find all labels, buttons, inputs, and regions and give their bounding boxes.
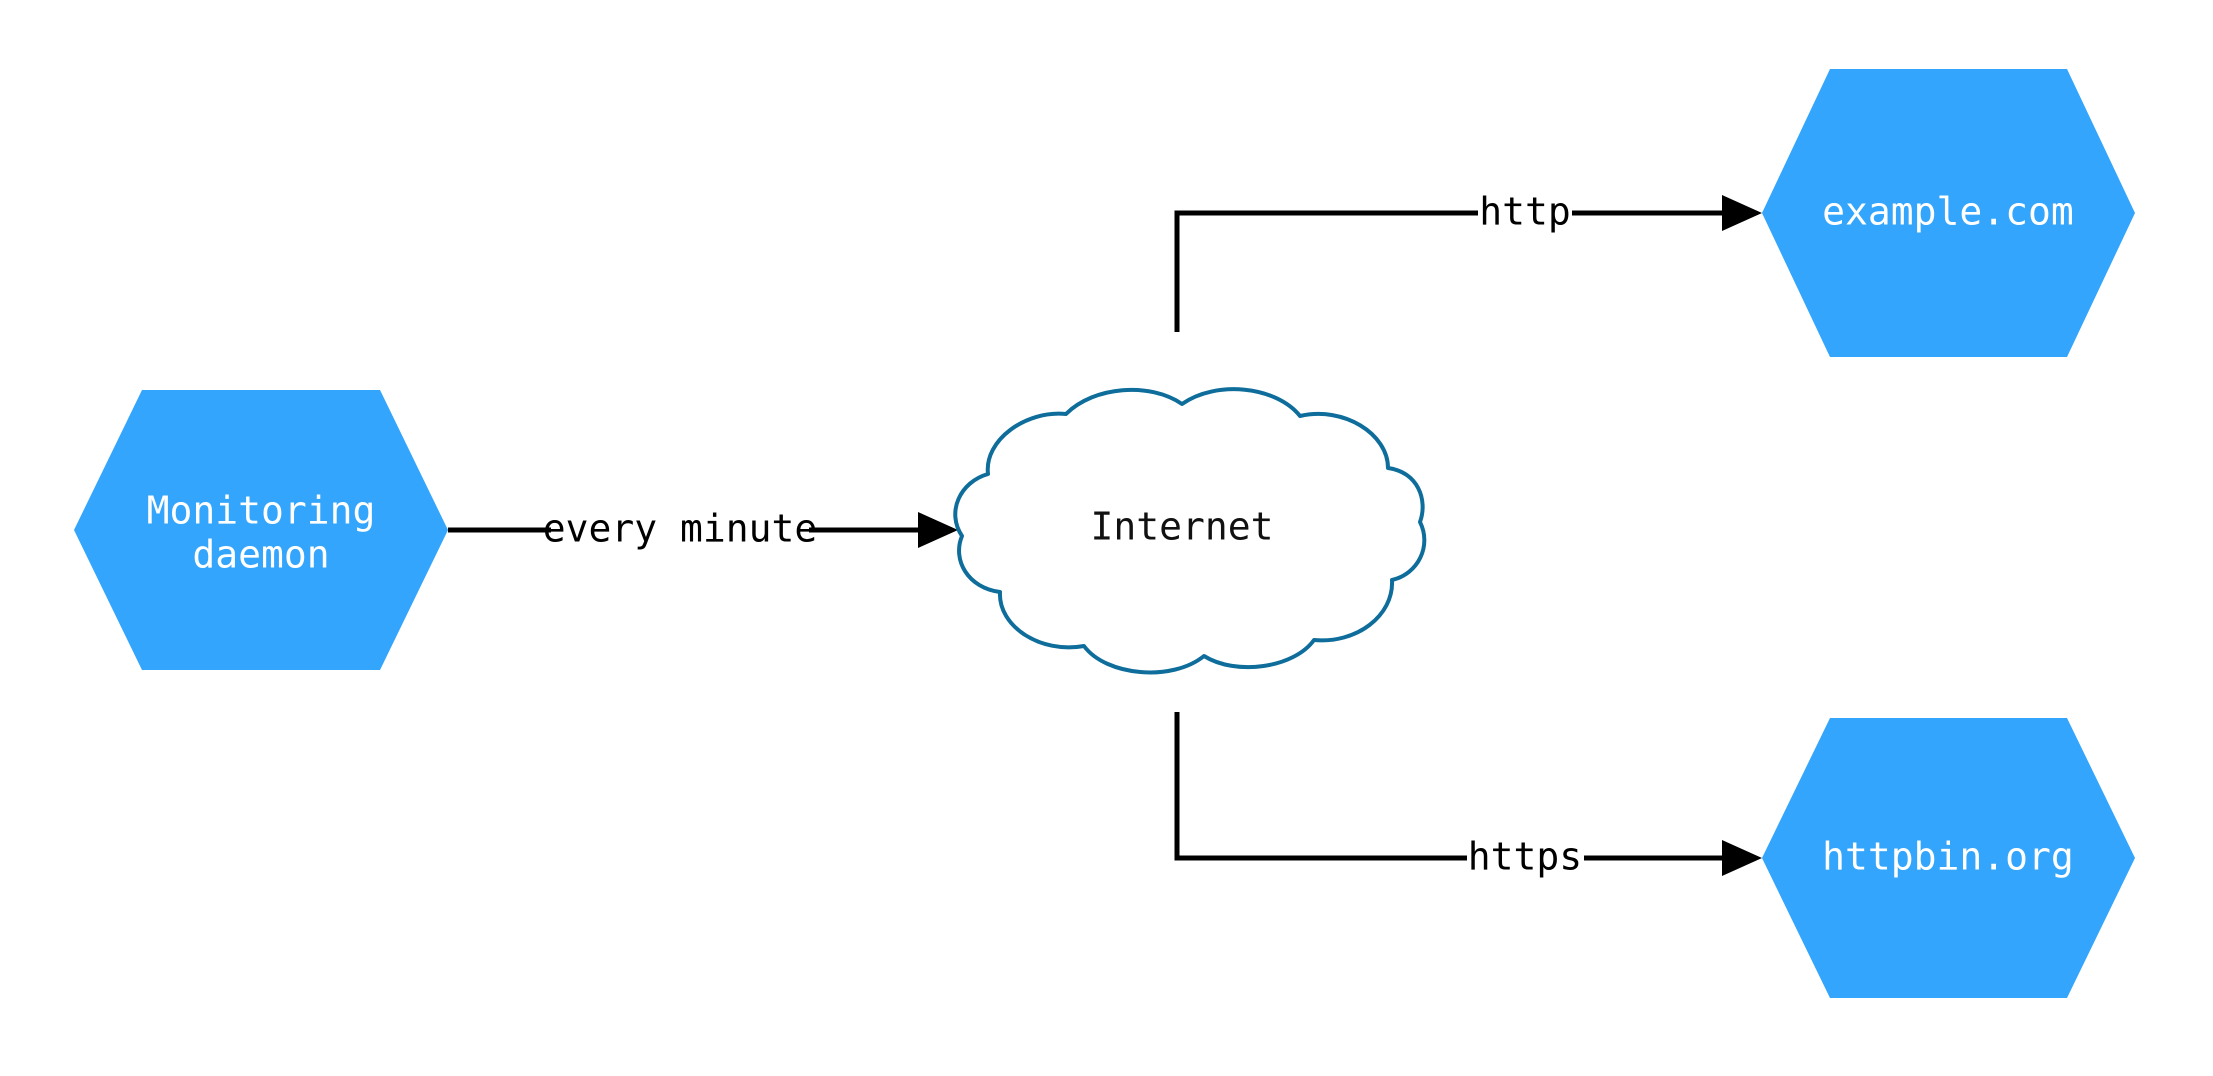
- edge-label-backdrop-https: [1467, 836, 1584, 880]
- edge-label-https: https: [1468, 835, 1582, 879]
- hexagon-shape-httpbin-org: [1762, 718, 2135, 998]
- edge-label-http: http: [1479, 190, 1571, 234]
- edge-label-every-minute: every minute: [543, 507, 818, 551]
- arrow-head-icon-https: [1722, 840, 1762, 876]
- node-label-monitoring-daemon-line2: daemon: [192, 533, 329, 577]
- node-monitoring-daemon[interactable]: Monitoring daemon: [74, 390, 448, 670]
- edge-line-http: [1174, 210, 1756, 332]
- node-httpbin-org[interactable]: httpbin.org: [1762, 718, 2135, 998]
- edge-daemon-to-internet[interactable]: every minute: [448, 507, 958, 553]
- edge-line-https: [1174, 712, 1756, 861]
- node-label-monitoring-daemon-line1: Monitoring: [147, 489, 376, 533]
- hexagon-shape-monitoring-daemon: [74, 390, 448, 670]
- edge-label-backdrop-every-minute: [551, 508, 809, 552]
- node-internet[interactable]: Internet: [953, 387, 1427, 675]
- arrow-head-icon-http: [1722, 195, 1762, 231]
- node-example-com[interactable]: example.com: [1762, 69, 2135, 357]
- edge-label-backdrop-http: [1478, 191, 1572, 235]
- edge-internet-to-httpbin[interactable]: https: [1174, 712, 1762, 880]
- node-label-httpbin-org: httpbin.org: [1822, 835, 2074, 879]
- edge-internet-to-example[interactable]: http: [1174, 190, 1762, 333]
- node-label-example-com: example.com: [1822, 190, 2074, 234]
- cloud-shape-internet: [953, 387, 1427, 675]
- arrow-head-icon-every-minute: [918, 512, 958, 548]
- node-label-internet: Internet: [1090, 505, 1273, 549]
- hexagon-shape-example-com: [1762, 69, 2135, 357]
